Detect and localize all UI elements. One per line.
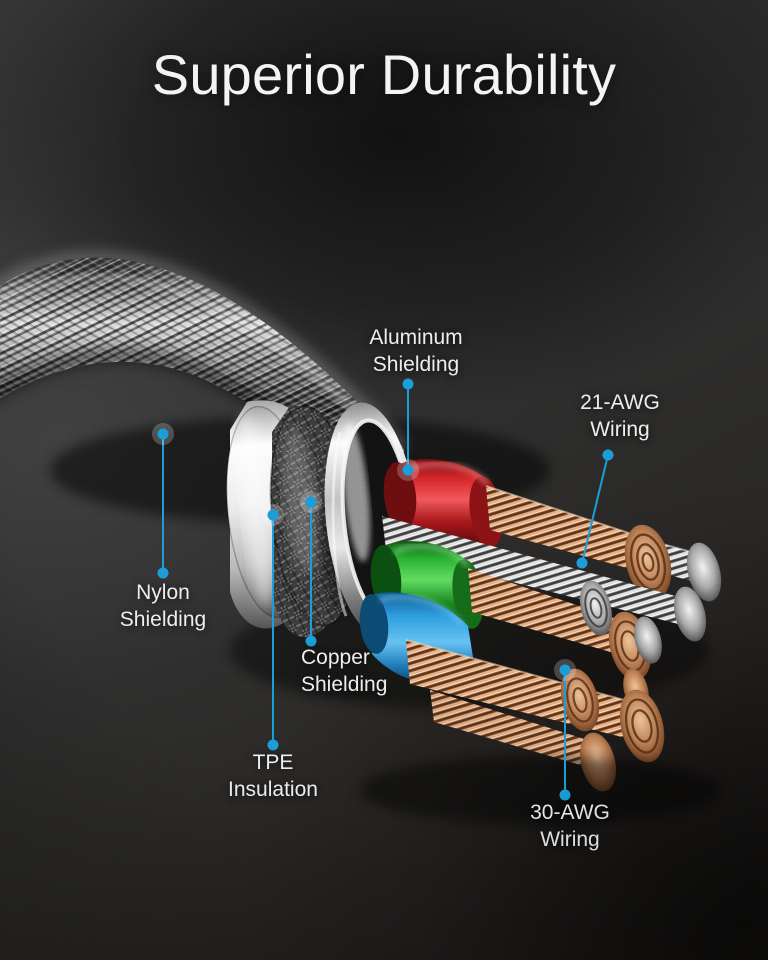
- leader-dot-anchor-tpe-insulation: [267, 509, 279, 521]
- page-title: Superior Durability: [151, 43, 617, 106]
- leader-dot-label-nylon-shielding: [157, 567, 169, 579]
- leader-dot-anchor-aluminum-shielding: [402, 464, 414, 476]
- leader-dot-label-aluminum-shielding: [402, 378, 414, 390]
- leader-dot-label-30-awg-wiring: [559, 789, 571, 801]
- leader-dot-anchor-21-awg-wiring: [576, 557, 588, 569]
- callout-label-30-awg-wiring: 30-AWG Wiring: [530, 801, 610, 851]
- callout-label-nylon-shielding: Nylon Shielding: [119, 581, 207, 631]
- callout-label-copper-shielding: Copper Shielding: [301, 646, 388, 696]
- callout-label-aluminum-shielding: Aluminum Shielding: [369, 326, 463, 376]
- leader-dot-label-tpe-insulation: [267, 739, 279, 751]
- leader-dot-anchor-copper-shielding: [305, 496, 317, 508]
- leader-dot-anchor-30-awg-wiring: [559, 664, 571, 676]
- leader-dot-anchor-nylon-shielding: [157, 428, 169, 440]
- leader-dot-label-21-awg-wiring: [602, 449, 614, 461]
- callout-label-tpe-insulation: TPE Insulation: [228, 751, 318, 801]
- callout-label-21-awg-wiring: 21-AWG Wiring: [580, 391, 660, 441]
